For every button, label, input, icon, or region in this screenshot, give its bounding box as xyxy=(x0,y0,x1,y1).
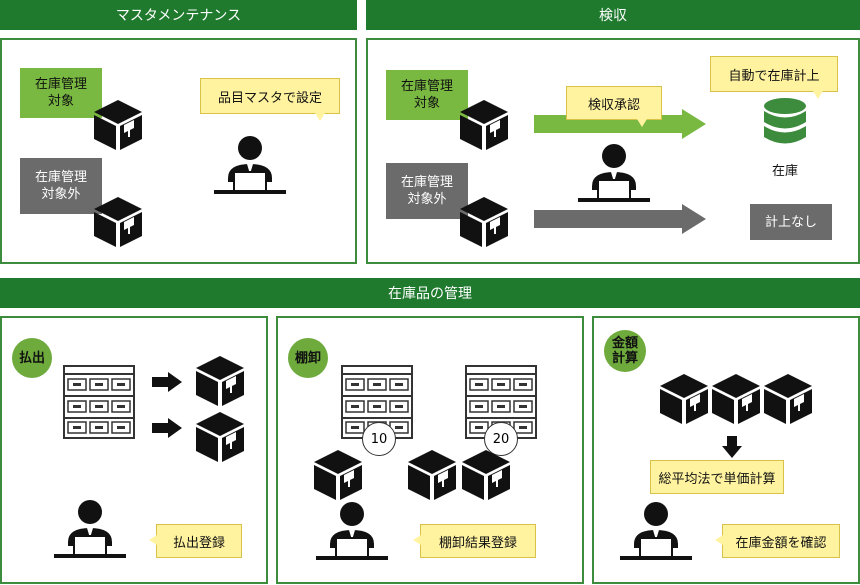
no-record-tag: 計上なし xyxy=(750,204,832,240)
inspection-panel: 在庫管理 対象 在庫管理 対象外 検収承認 自動で在庫計上 在庫 計上なし xyxy=(366,38,860,264)
shelf-icon xyxy=(63,365,135,439)
master-managed-tag: 在庫管理 対象 xyxy=(20,68,102,118)
inspection-unmanaged-tag: 在庫管理 対象外 xyxy=(386,163,468,219)
person-at-laptop-icon xyxy=(577,143,651,203)
master-unmanaged-tag: 在庫管理 対象外 xyxy=(20,158,102,214)
inventory-header: 在庫品の管理 xyxy=(0,278,860,308)
count-bubble: 20 xyxy=(484,422,518,456)
stocktake-badge: 棚卸 xyxy=(288,338,328,378)
arrow-right-icon xyxy=(152,418,182,438)
box-icon xyxy=(659,373,709,425)
master-panel: 在庫管理 対象 在庫管理 対象外 品目マスタで設定 xyxy=(0,38,357,264)
person-at-laptop-icon xyxy=(213,135,287,195)
box-icon xyxy=(93,196,143,248)
master-setting-callout: 品目マスタで設定 xyxy=(200,78,340,121)
database-icon xyxy=(764,98,806,144)
box-icon xyxy=(459,99,509,151)
box-icon xyxy=(313,449,363,501)
master-header: マスタメンテナンス xyxy=(0,0,357,30)
person-at-laptop-icon xyxy=(315,501,389,561)
issue-badge: 払出 xyxy=(12,338,52,378)
issue-panel: 払出 払出登録 xyxy=(0,316,268,584)
inspection-managed-tag: 在庫管理 対象 xyxy=(386,70,468,120)
arrow-right-icon xyxy=(152,372,182,392)
arrow-down-icon xyxy=(722,436,742,458)
box-icon xyxy=(711,373,761,425)
valuation-badge: 金額 計算 xyxy=(604,330,646,372)
person-at-laptop-icon xyxy=(53,499,127,559)
issue-callout: 払出登録 xyxy=(149,524,242,558)
inspection-header: 検収 xyxy=(366,0,860,30)
stocktake-callout: 棚卸結果登録 xyxy=(413,524,536,558)
arrow-right-icon xyxy=(534,204,706,234)
approval-callout: 検収承認 xyxy=(566,86,662,127)
box-icon xyxy=(93,99,143,151)
count-bubble: 10 xyxy=(362,422,396,456)
method-box: 総平均法で単価計算 xyxy=(650,460,784,494)
valuation-callout: 在庫金額を確認 xyxy=(715,524,840,558)
stocktake-panel: 棚卸 10 20 棚卸結果登録 xyxy=(276,316,584,584)
auto-record-callout: 自動で在庫計上 xyxy=(710,56,838,99)
box-icon xyxy=(459,196,509,248)
valuation-panel: 金額 計算 総平均法で単価計算 在庫金額を確認 xyxy=(592,316,860,584)
stock-label: 在庫 xyxy=(772,164,799,179)
box-icon xyxy=(461,449,511,501)
box-icon xyxy=(407,449,457,501)
box-icon xyxy=(763,373,813,425)
box-icon xyxy=(195,411,245,463)
box-icon xyxy=(195,355,245,407)
person-at-laptop-icon xyxy=(619,501,693,561)
